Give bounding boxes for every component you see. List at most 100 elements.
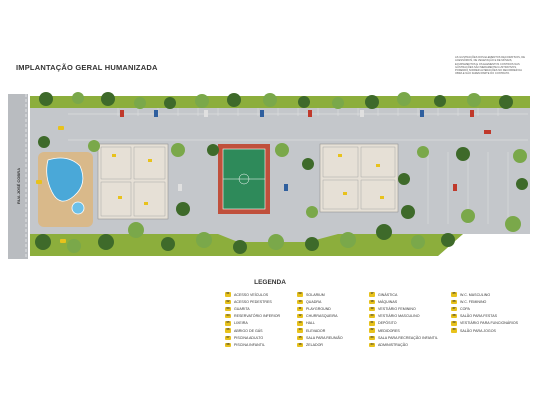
trees <box>35 92 528 254</box>
street-label: RUA JOSÉ COBRA <box>16 168 21 204</box>
pool-adult <box>46 157 84 202</box>
legend-number: 10 <box>297 299 303 304</box>
legend-label: W.C. MASCULINO <box>460 292 491 297</box>
legend-number: 25 <box>451 292 457 297</box>
legend-number: 18 <box>369 299 375 304</box>
site-plan: RUA JOSÉ COBRA <box>8 92 530 259</box>
legend-number: 08 <box>225 342 231 348</box>
legend-number: 26 <box>451 299 457 304</box>
legend-label: SALÃO PARA FESTAS <box>460 314 498 319</box>
legend-number: 01 <box>225 292 231 297</box>
legend-label: ELEVADOR <box>306 328 326 333</box>
parked-cars <box>120 110 491 191</box>
legend-number: 24 <box>369 342 375 348</box>
legend-label: CHURRASQUEIRA <box>306 314 338 319</box>
building-left <box>97 143 169 220</box>
legend-label: COPA <box>460 306 470 311</box>
legend-number: 03 <box>225 306 231 312</box>
legend-number: 22 <box>369 328 375 333</box>
legend-number: 07 <box>225 335 231 340</box>
legend-label: SOLARIUM <box>306 292 325 297</box>
legend-number: 20 <box>369 313 375 319</box>
legend-title: LEGENDA <box>254 279 286 286</box>
legend-label: PLAYGROUND <box>306 306 331 311</box>
legend-number: 27 <box>451 306 457 312</box>
legend-label: RESERVATÓRIO INFERIOR <box>234 314 281 319</box>
legend-label: ZELADOR <box>306 342 323 347</box>
legend-number: 15 <box>297 335 303 340</box>
legend-label: PISCINA ADULTO <box>234 335 264 340</box>
legend-label: MÁQUINAS <box>378 299 398 304</box>
legend-label: PISCINA INFANTIL <box>234 342 265 347</box>
legend-number: 04 <box>225 313 231 319</box>
legend-number: 16 <box>297 342 303 348</box>
legend-number: 30 <box>451 328 457 333</box>
legend-label: VESTIÁRIO FEMININO <box>378 306 416 311</box>
legend-label: HALL <box>306 321 315 326</box>
legend-number: 13 <box>297 321 303 326</box>
legend-label: ACESSO VEÍCULOS <box>234 292 269 297</box>
legend-number: 11 <box>297 306 303 312</box>
legend-label: VESTIÁRIO PARA FUNCIONÁRIOS <box>460 321 519 326</box>
legend-number: 19 <box>369 306 375 312</box>
legend-label: VESTIÁRIO MASCULINO <box>378 314 420 319</box>
legend-label: SALA PARA REUNIÃO <box>306 335 343 340</box>
legend-number: 02 <box>225 299 231 304</box>
legend-number: 29 <box>451 321 457 326</box>
legend-label: ADMINISTRAÇÃO <box>378 342 408 347</box>
building-right <box>319 143 399 213</box>
legend-label: GINÁSTICA <box>378 292 398 297</box>
street <box>8 94 28 259</box>
legend-label: DEPÓSITO <box>378 321 397 326</box>
page-title: IMPLANTAÇÃO GERAL HUMANIZADA <box>16 63 158 72</box>
disclaimer-text: AS ILUSTRAÇÕES DOS ELEMENTOS DECORATIVOS… <box>455 56 525 76</box>
legend-number: 12 <box>297 313 303 319</box>
pool-child <box>71 201 85 215</box>
legend-label: LIXEIRA <box>234 321 248 326</box>
legend-label: ABRIGO DE GÁS <box>234 328 263 333</box>
legend-number: 28 <box>451 313 457 319</box>
legend-number: 21 <box>369 321 375 326</box>
legend-label: ACESSO PEDESTRES <box>234 299 272 304</box>
legend-label: W.C. FEMININO <box>460 299 487 304</box>
legend-label: SALÃO PARA JOGOS <box>460 328 496 333</box>
legend-number: 14 <box>297 328 303 333</box>
site-markers <box>36 126 66 243</box>
legend-number: 17 <box>369 292 375 297</box>
legend-label: MEDIDORES <box>378 328 400 333</box>
